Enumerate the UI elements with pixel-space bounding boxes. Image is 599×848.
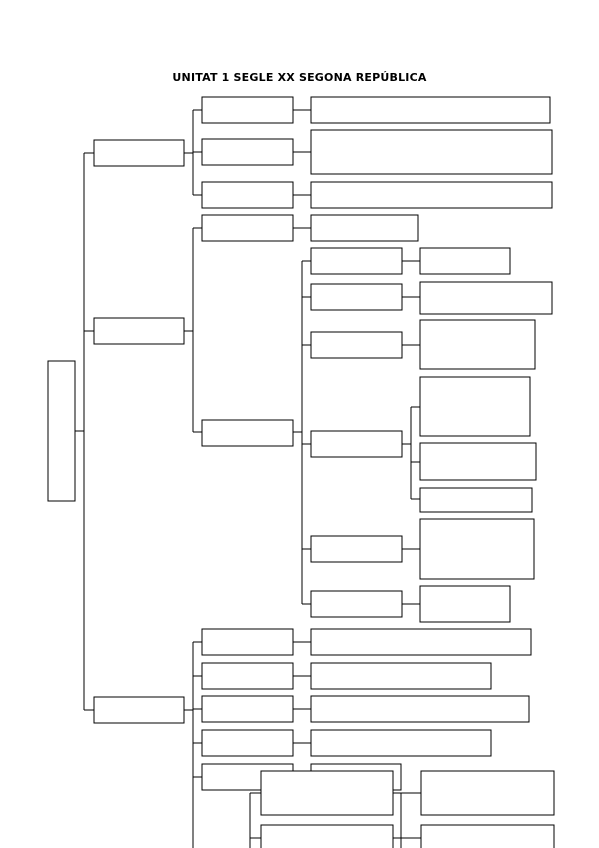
leaf-2-1 xyxy=(310,214,419,242)
leaf-3-2 xyxy=(310,662,492,690)
leaf-2-2-4-a xyxy=(419,376,531,437)
leaf-2-2-6 xyxy=(419,585,511,623)
leaf-1-2 xyxy=(310,129,553,175)
node-3-2 xyxy=(201,662,294,690)
node-3-4 xyxy=(201,729,294,757)
leaf-1-1 xyxy=(310,96,551,124)
branch-3-connectors xyxy=(184,641,202,848)
branch-node-1 xyxy=(93,139,185,167)
node-1-3 xyxy=(201,181,294,209)
node-1-1 xyxy=(201,96,294,124)
node-3-1 xyxy=(201,628,294,656)
node-2-2 xyxy=(201,419,294,447)
root-node xyxy=(47,360,76,502)
branch-2-connectors xyxy=(184,227,202,433)
leaf-3-1 xyxy=(310,628,532,656)
lower-leaf-2 xyxy=(420,824,555,848)
leaf-2-2-2 xyxy=(419,281,553,315)
branch-1-connectors xyxy=(184,109,202,196)
page-title: UNITAT 1 SEGLE XX SEGONA REPÚBLICA xyxy=(172,71,427,84)
node-2-2-connectors xyxy=(293,260,311,605)
node-3-3 xyxy=(201,695,294,723)
node-2-2-4 xyxy=(310,430,403,458)
branch-1-leaf-connectors xyxy=(293,109,311,196)
leaf-2-2-5 xyxy=(419,518,535,580)
node-2-2-1 xyxy=(310,247,403,275)
lower-group-connectors xyxy=(249,792,261,848)
lower-leaf-1 xyxy=(420,770,555,816)
node-2-2-6 xyxy=(310,590,403,618)
node-1-2 xyxy=(201,138,294,166)
node-2-2-4-connectors xyxy=(402,406,420,500)
root-connectors xyxy=(75,152,94,711)
branch-node-3 xyxy=(93,696,185,724)
node-2-2-leaf-connectors xyxy=(402,260,420,605)
leaf-2-2-4-b xyxy=(419,442,537,481)
leaf-2-2-1 xyxy=(419,247,511,275)
node-2-2-5 xyxy=(310,535,403,563)
leaf-1-3 xyxy=(310,181,553,209)
branch-3-leaf-connectors xyxy=(293,641,311,778)
leaf-3-3 xyxy=(310,695,530,723)
lower-node-1 xyxy=(260,770,394,816)
node-2-1 xyxy=(201,214,294,242)
leaf-3-4 xyxy=(310,729,492,757)
branch-node-2 xyxy=(93,317,185,345)
lower-group-leaf-connectors xyxy=(393,792,421,848)
leaf-2-2-3 xyxy=(419,319,536,370)
lower-node-2 xyxy=(260,824,394,848)
node-2-2-2 xyxy=(310,283,403,311)
leaf-2-2-4-c xyxy=(419,487,533,513)
node-2-2-3 xyxy=(310,331,403,359)
